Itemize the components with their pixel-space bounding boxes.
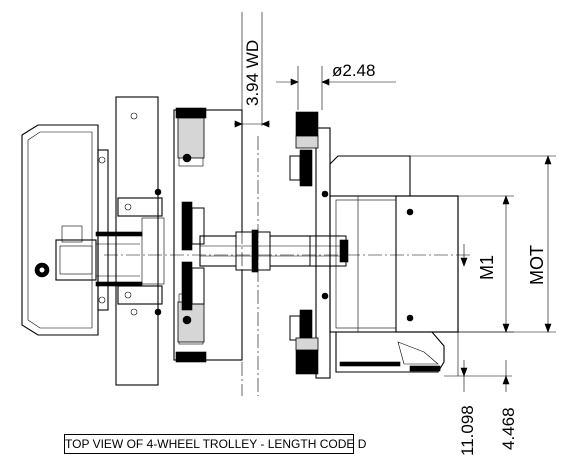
- drawing-caption: TOP VIEW OF 4-WHEEL TROLLEY - LENGTH COD…: [64, 434, 366, 454]
- outer-wheels: [295, 111, 331, 379]
- brake-unit: [34, 225, 143, 287]
- axle-shaft: [199, 229, 349, 273]
- wheel-diameter-label: ø2.48: [332, 61, 375, 80]
- m1-label: M1: [477, 255, 497, 280]
- motor-body: [329, 155, 459, 373]
- dim-b-label: 4.468: [499, 407, 518, 450]
- brackets: [117, 188, 165, 316]
- flange-plate: [115, 96, 159, 386]
- wheel-width-label: 3.94 WD: [243, 40, 262, 106]
- dim-a-label: 11.098: [458, 405, 477, 456]
- center-lines: [104, 120, 470, 396]
- mot-dimension: MOT: [410, 155, 556, 333]
- inner-wheels: [181, 149, 313, 347]
- mot-label: MOT: [527, 245, 547, 285]
- wheel-width-dimension: 3.94 WD: [234, 12, 270, 128]
- offset-dimensions: 11.098 4.468: [444, 332, 518, 456]
- m1-dimension: M1: [458, 195, 514, 333]
- wheel-diameter-dimension: ø2.48: [276, 61, 396, 110]
- end-housing: [21, 124, 109, 336]
